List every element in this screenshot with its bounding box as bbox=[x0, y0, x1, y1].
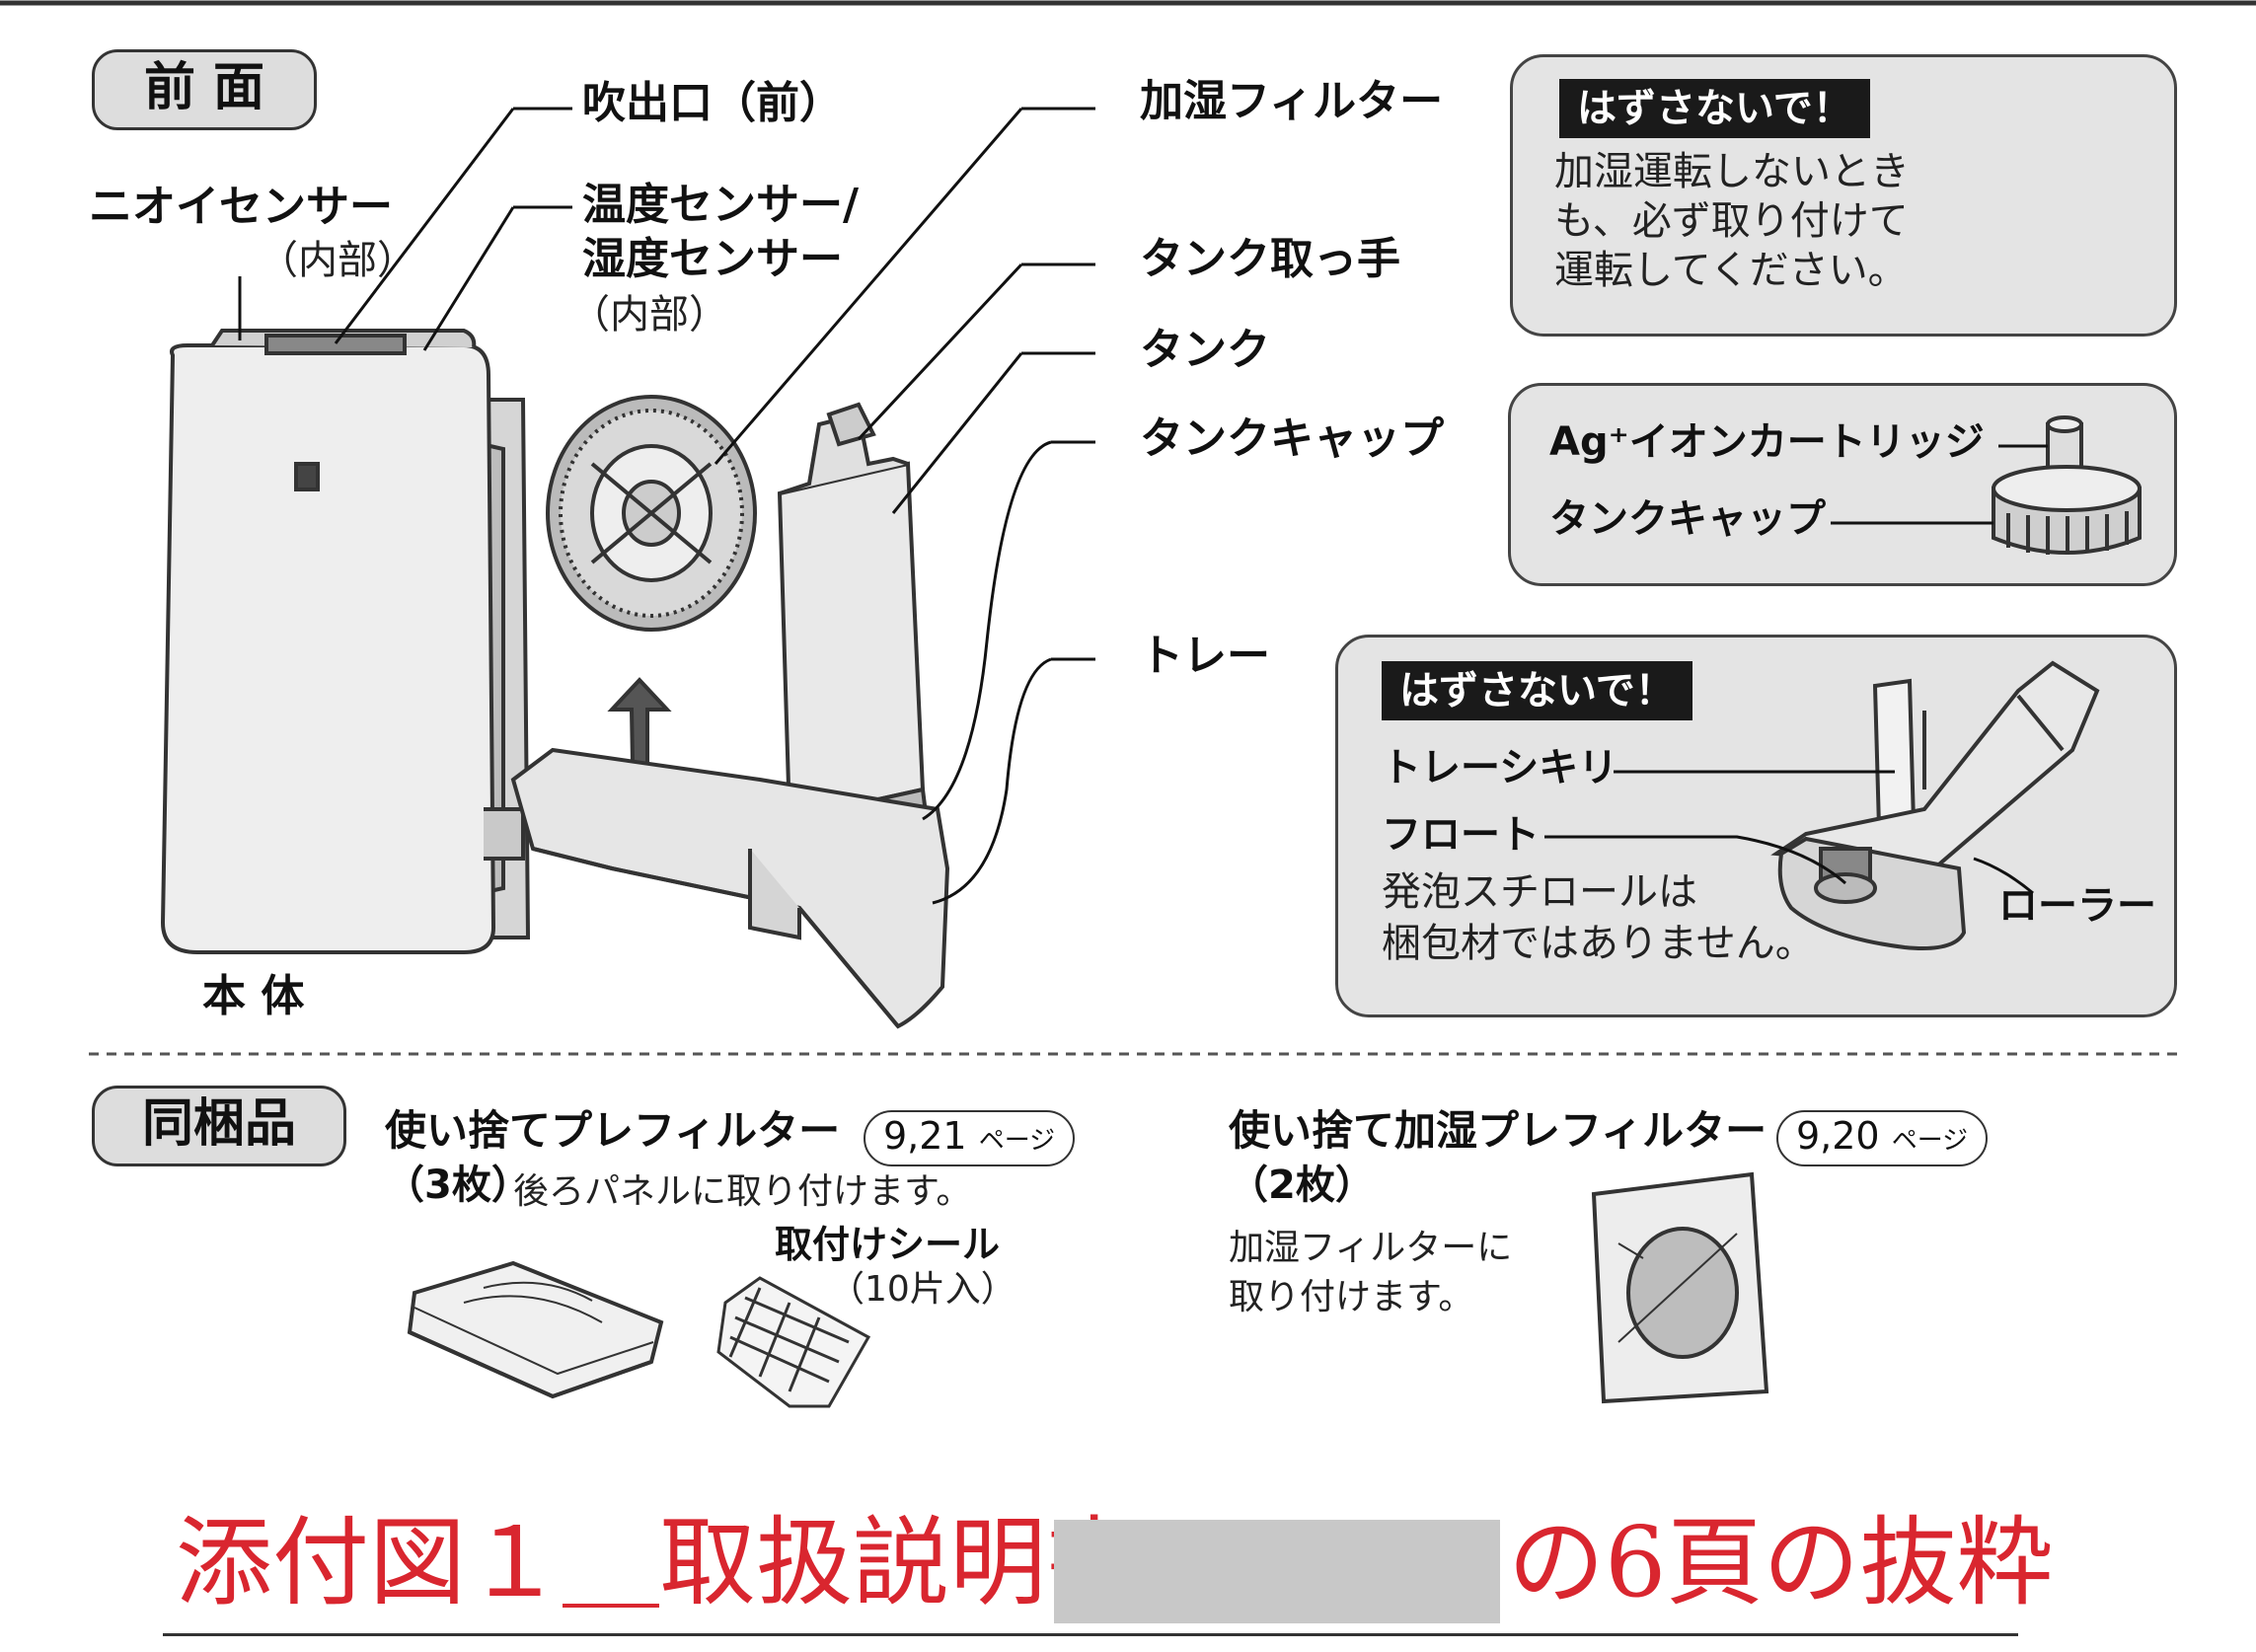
odor-sensor-note: （内部） bbox=[259, 238, 416, 283]
prefilter-note: 後ろパネルに取り付けます。 bbox=[513, 1171, 972, 1212]
callout-lines bbox=[238, 107, 1095, 905]
roller-label: ローラー bbox=[1998, 883, 2156, 929]
prefilter-drawing bbox=[407, 1260, 664, 1399]
body-label: 本 体 bbox=[202, 971, 305, 1021]
tank-label: タンク bbox=[1140, 325, 1270, 375]
humidity-sensor-label: 湿度センサー bbox=[582, 234, 843, 284]
humid-prefilter-page-ref: 9,20 ページ bbox=[1776, 1110, 1989, 1166]
panel-cap-drawing bbox=[1992, 415, 2142, 555]
panel-cap-callouts bbox=[1831, 444, 2048, 525]
main-unit-drawing bbox=[160, 329, 531, 954]
ag-cartridge-label: Ag⁺イオンカートリッジ bbox=[1549, 419, 1985, 465]
filter-notice-line-3: 運転してください。 bbox=[1554, 248, 1908, 293]
caption-part-1: 添付図１＿取扱説明書 bbox=[176, 1507, 1144, 1619]
prefilter-name: 使い捨てプレフィルター bbox=[385, 1106, 841, 1155]
tray-warning-badge: はずさないで！ bbox=[1382, 661, 1692, 720]
prefilter-count: （3枚） bbox=[385, 1163, 531, 1208]
front-title-badge: 前 面 bbox=[92, 49, 317, 130]
tank-handle-label: タンク取っ手 bbox=[1140, 234, 1400, 284]
odor-sensor-label: ニオイセンサー bbox=[89, 182, 393, 232]
filter-warning-badge: はずさないで！ bbox=[1559, 79, 1870, 138]
caption-part-2: の6頁の抜粋 bbox=[1508, 1507, 2054, 1619]
temp-sensor-label: 温度センサー/ bbox=[582, 180, 860, 230]
tank-cap-label: タンクキャップ bbox=[1140, 413, 1444, 464]
panel-tray-callouts bbox=[1544, 770, 2034, 895]
tray-drawing bbox=[510, 747, 950, 1029]
outlet-label: 吹出口（前） bbox=[582, 78, 843, 128]
float-note-line-1: 発泡スチロールは bbox=[1382, 869, 1697, 915]
seal-count: （10片入） bbox=[829, 1269, 1016, 1310]
humid-prefilter-note-line-1: 加湿フィルターに bbox=[1229, 1228, 1513, 1268]
humid-prefilter-note-line-2: 取り付けます。 bbox=[1229, 1277, 1474, 1317]
accessories-title-badge: 同梱品 bbox=[92, 1086, 346, 1166]
humidify-filter-drawing bbox=[546, 395, 757, 766]
panel-tray-drawing bbox=[1770, 660, 2100, 950]
redacted-block bbox=[1054, 1520, 1500, 1623]
humid-prefilter-drawing bbox=[1591, 1171, 1769, 1404]
humid-prefilter-name: 使い捨て加湿プレフィルター bbox=[1229, 1106, 1767, 1155]
seal-label: 取付けシール bbox=[775, 1223, 1001, 1266]
sensor-note: （内部） bbox=[570, 292, 728, 338]
filter-notice-line-1: 加湿運転しないとき bbox=[1554, 149, 1910, 194]
prefilter-page-ref: 9,21 ページ bbox=[864, 1110, 1076, 1166]
humidify-filter-label: 加湿フィルター bbox=[1140, 76, 1444, 126]
tray-label: トレー bbox=[1140, 631, 1270, 681]
seal-sheet-drawing bbox=[716, 1276, 871, 1408]
tray-partition-label: トレーシキリ bbox=[1382, 745, 1618, 790]
float-note-line-2: 梱包材ではありません。 bbox=[1382, 921, 1815, 966]
filter-notice-line-2: も、必ず取り付けて bbox=[1554, 198, 1909, 244]
humid-prefilter-count: （2枚） bbox=[1229, 1163, 1375, 1208]
caption-underline bbox=[163, 1633, 2018, 1636]
float-label: フロート bbox=[1382, 812, 1540, 858]
cap-label: タンクキャップ bbox=[1549, 496, 1826, 542]
